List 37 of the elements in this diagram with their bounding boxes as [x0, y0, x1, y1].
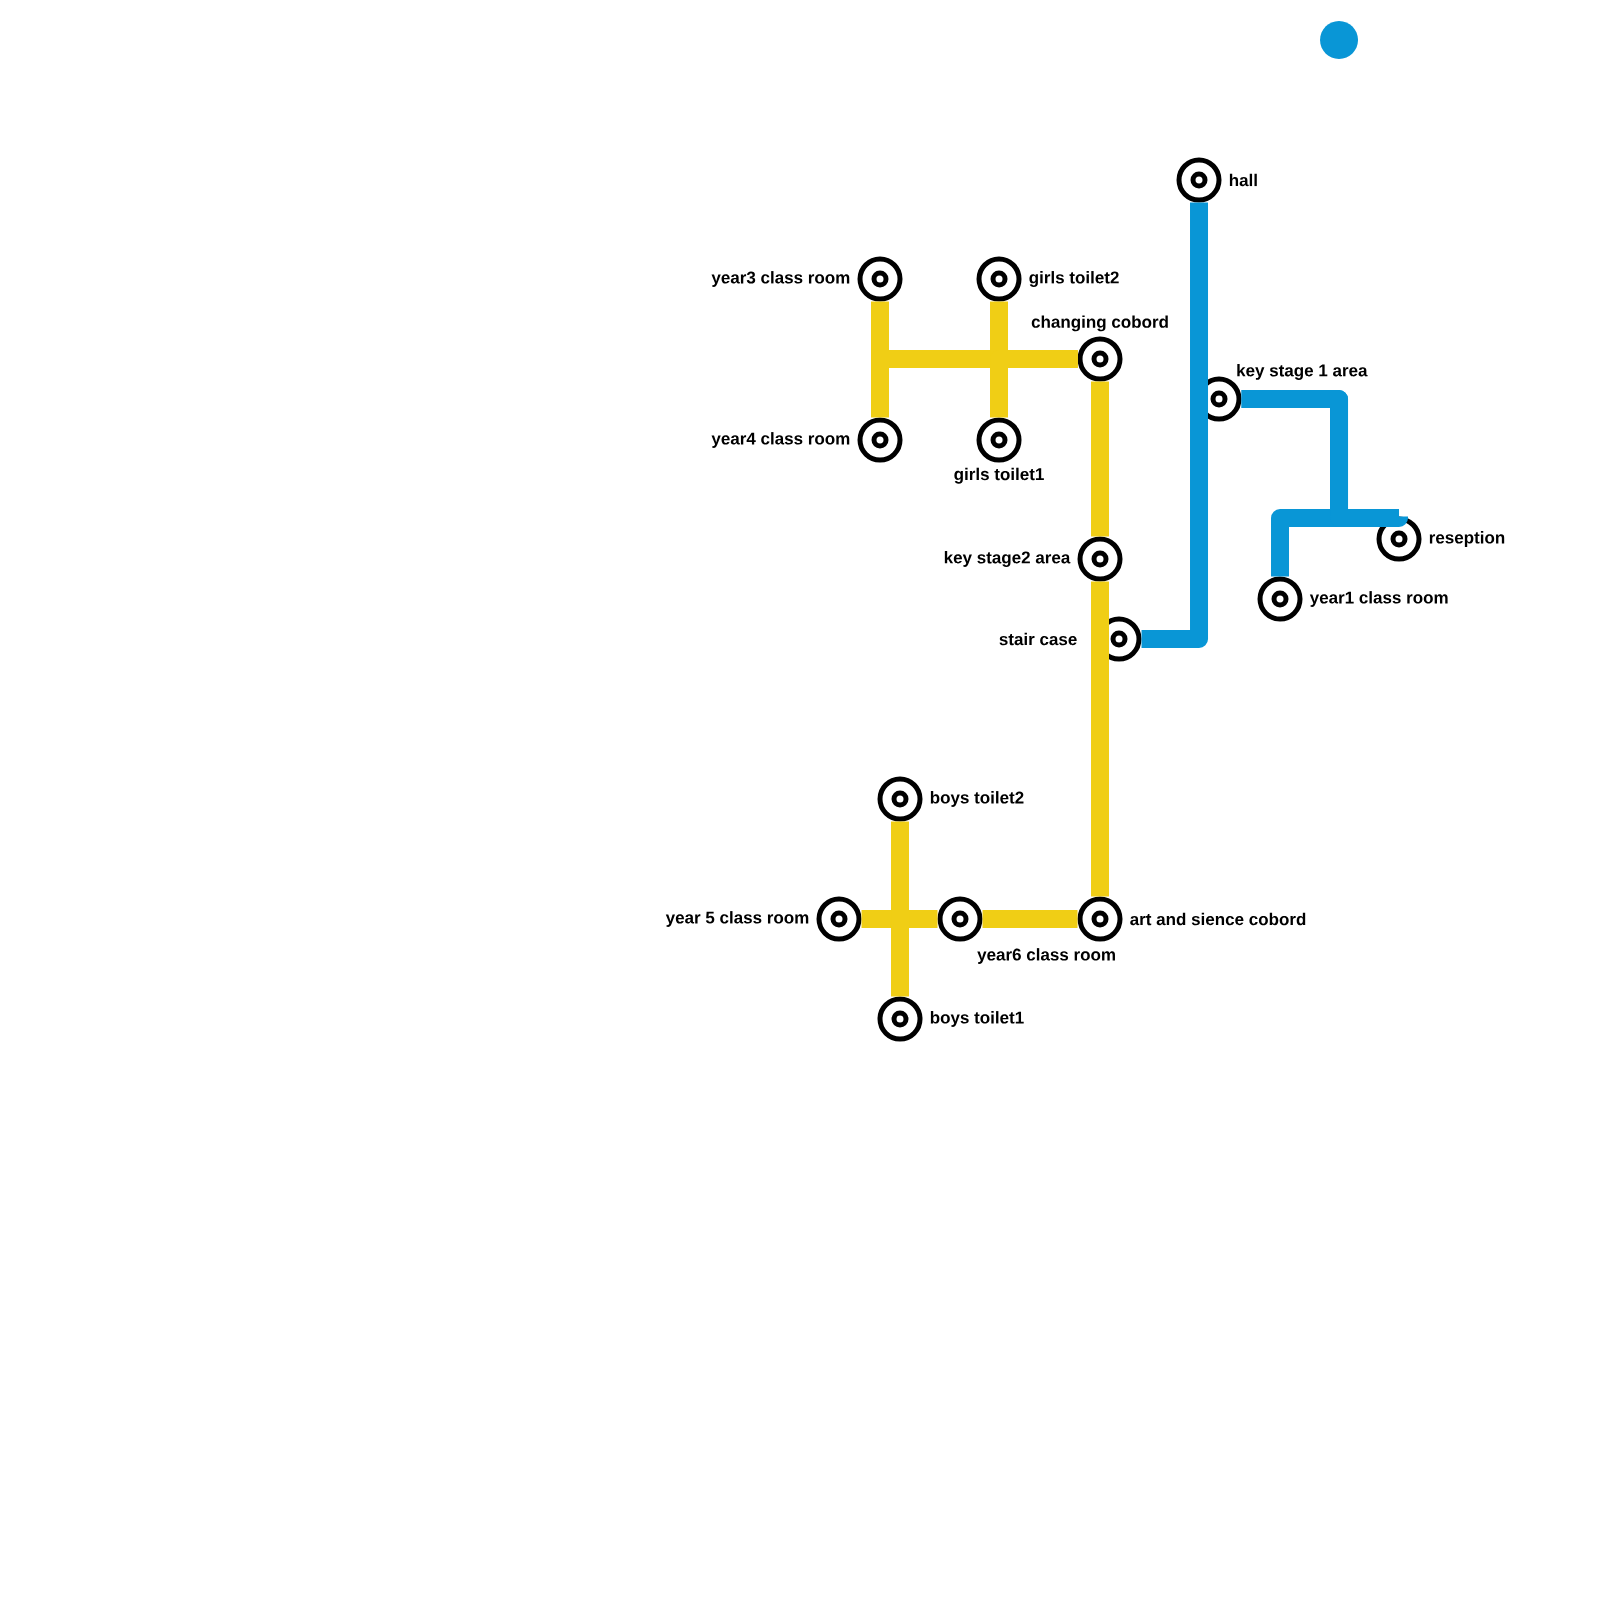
station: year1 class room	[1257, 576, 1448, 622]
node-label: stair case	[999, 632, 1077, 646]
station: key stage 1 area	[1196, 364, 1368, 422]
metro-line	[982, 910, 1078, 928]
node-label: key stage 1 area	[1237, 363, 1368, 380]
station: hall	[1176, 157, 1257, 203]
node-label: art and sience cobord	[1130, 912, 1306, 926]
station: boys toilet1	[877, 996, 1024, 1042]
station: key stage2 area	[944, 536, 1123, 582]
node-label: boys toilet2	[930, 791, 1024, 807]
station: boys toilet2	[877, 776, 1024, 822]
metro-line	[1241, 390, 1408, 527]
station: girls toilet1	[954, 417, 1044, 484]
metro-line	[891, 821, 909, 997]
node-label: changing cobord	[1031, 315, 1168, 332]
station: changing cobord	[1031, 315, 1168, 382]
node-label: key stage2 area	[944, 551, 1071, 567]
node-label: year 5 class room	[665, 911, 809, 927]
node-label: boys toilet1	[930, 1011, 1024, 1027]
node-label: year1 class room	[1309, 591, 1448, 607]
station: year3 class room	[711, 256, 903, 302]
node-label: year6 class room	[977, 948, 1115, 964]
station: girls toilet2	[976, 256, 1119, 302]
station: stair case	[999, 616, 1142, 662]
metro-line	[1091, 581, 1109, 897]
metro-line	[1091, 381, 1109, 537]
node-label: reseption	[1429, 531, 1505, 547]
node-label: year3 class room	[711, 271, 850, 287]
station: year4 class room	[711, 417, 903, 463]
station: reseption	[1376, 516, 1505, 562]
node-label: year4 class room	[711, 432, 850, 448]
node-label: girls toilet1	[954, 467, 1044, 484]
station: year 5 class room	[665, 896, 862, 942]
metro-line	[990, 350, 1078, 418]
node-label: hall	[1229, 173, 1257, 187]
node-label: girls toilet2	[1029, 271, 1119, 287]
metro-line	[861, 910, 938, 928]
